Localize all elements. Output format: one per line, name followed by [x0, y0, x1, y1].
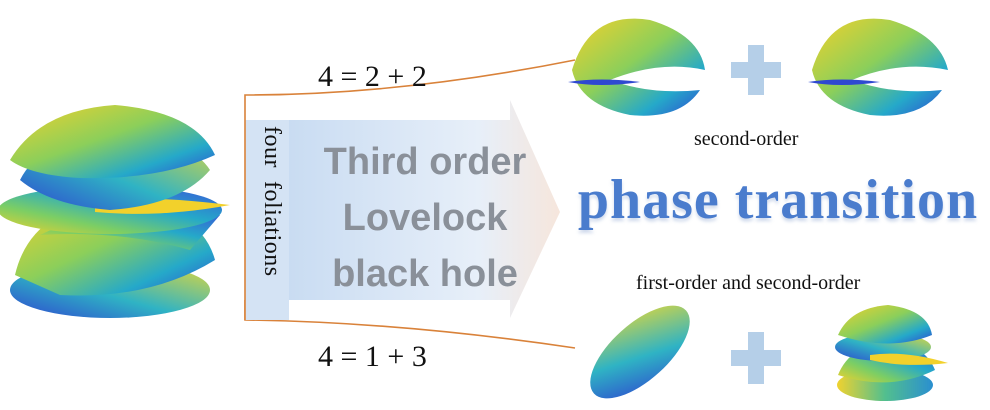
black-hole-title-line-1: Third order [323, 141, 527, 183]
first-order-surface [590, 305, 690, 399]
decomposition-top-label: 4 = 2 + 2 [318, 60, 427, 93]
branch-line-bottom [244, 300, 576, 349]
four-foliation-surface [0, 105, 230, 318]
plus-sign-bottom [731, 332, 781, 384]
caption-second-order: second-order [694, 128, 799, 150]
process-arrow [244, 100, 560, 320]
four-foliations-label: four foliations [259, 126, 285, 277]
branch-line-top [244, 59, 576, 120]
second-order-surface-left [568, 18, 705, 116]
plus-sign-top [731, 45, 781, 95]
phase-transition-title: phase transition [577, 169, 979, 231]
black-hole-title: Third order Lovelock black hole [300, 134, 550, 302]
second-order-surface-right [808, 18, 948, 116]
caption-first-and-second-order: first-order and second-order [636, 272, 861, 294]
black-hole-title-line-2: Lovelock [342, 197, 508, 239]
decomposition-bottom-label: 4 = 1 + 3 [318, 340, 427, 373]
black-hole-title-line-3: black hole [332, 253, 518, 295]
mixed-order-surface [835, 305, 948, 401]
